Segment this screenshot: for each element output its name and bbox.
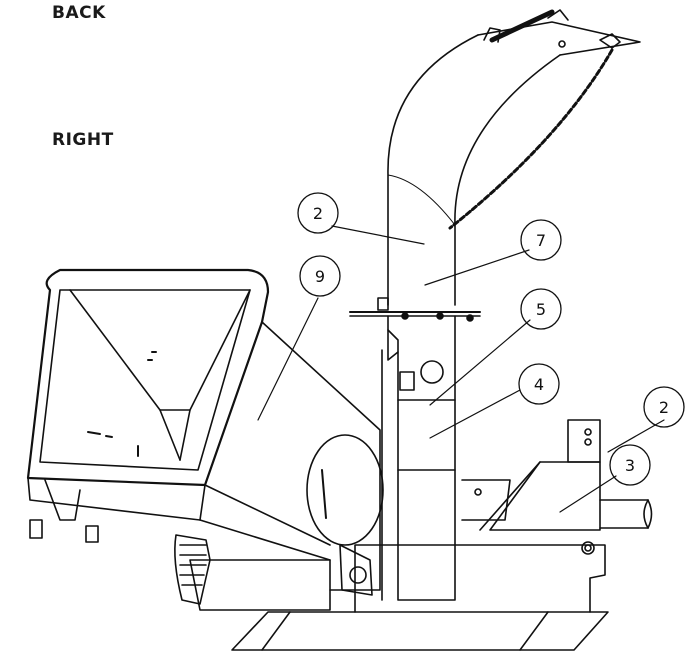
- callout-2-lower: 2: [643, 386, 685, 428]
- callout-9: 9: [299, 255, 341, 297]
- callout-5: 5: [520, 288, 562, 330]
- svg-text:5: 5: [536, 300, 546, 319]
- svg-text:7: 7: [536, 231, 546, 250]
- engine-assembly: [29, 479, 373, 605]
- svg-text:4: 4: [534, 375, 544, 394]
- chute-flange: [349, 297, 481, 322]
- callout-4: 4: [518, 363, 560, 405]
- main-housing: [387, 315, 456, 601]
- callout-7: 7: [520, 219, 562, 261]
- svg-text:2: 2: [659, 398, 669, 417]
- svg-text:2: 2: [313, 204, 323, 223]
- feed-chute: [27, 321, 384, 611]
- svg-text:9: 9: [315, 267, 325, 286]
- svg-text:3: 3: [625, 456, 635, 475]
- callout-3: 3: [609, 444, 651, 486]
- feed-hopper: [26, 268, 270, 487]
- base-frame: [231, 541, 609, 651]
- view-label-right: RIGHT: [52, 130, 114, 150]
- right-housing: [461, 419, 653, 531]
- discharge-chute: [387, 9, 641, 306]
- callout-2-upper: 2: [297, 192, 339, 234]
- view-label-back: BACK: [52, 3, 106, 23]
